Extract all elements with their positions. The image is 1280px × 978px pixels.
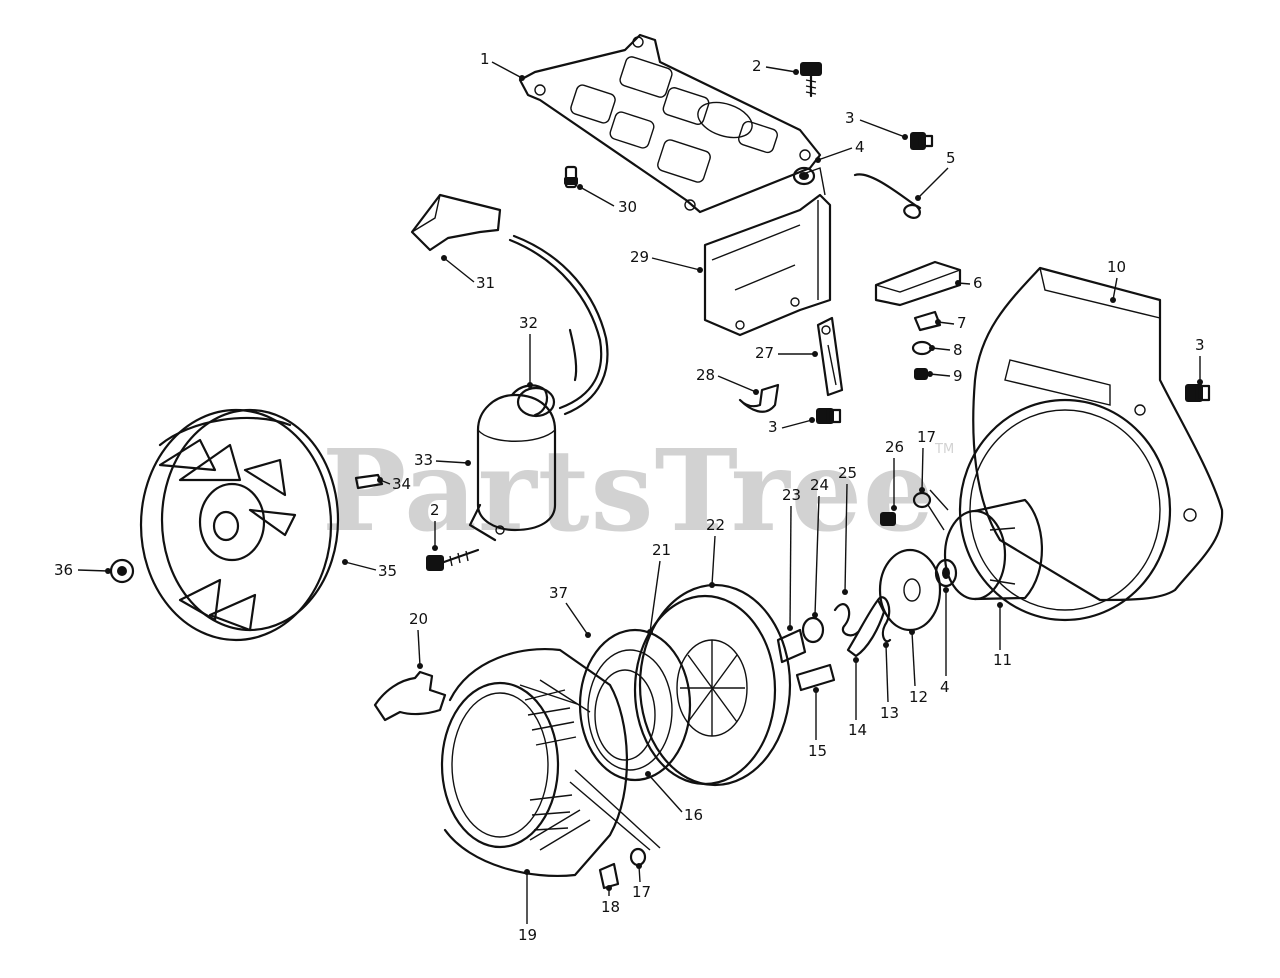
- part-24-washer: [801, 616, 825, 644]
- callout-label: 27: [755, 344, 774, 362]
- callout-label: 33: [414, 451, 433, 469]
- part-5-clip: [853, 173, 922, 219]
- callout-label: 14: [848, 721, 867, 739]
- callout-label: 17: [917, 428, 936, 446]
- callout-label: 23: [782, 486, 801, 504]
- part-27-strap: [816, 316, 844, 397]
- part-2-screw-coil: [426, 548, 480, 571]
- callout-label: 3: [1195, 336, 1205, 354]
- part-2-screw-top: [800, 62, 822, 98]
- callout-label: 12: [909, 688, 928, 706]
- part-9-screw: [914, 368, 928, 380]
- part-14-pawl: [846, 598, 886, 658]
- callout-label: 26: [885, 438, 904, 456]
- callout-label: 35: [378, 562, 397, 580]
- part-23-bushing: [776, 628, 807, 664]
- callout-label: 5: [946, 149, 956, 167]
- part-7-clip: [913, 310, 942, 332]
- part-26-screw: [880, 512, 896, 526]
- callout-label: 30: [618, 198, 637, 216]
- watermark-text: PartsTree: [322, 426, 935, 557]
- watermark-trademark: TM: [934, 442, 954, 457]
- part-4-nut-top: [792, 166, 816, 186]
- callout-label: 15: [808, 742, 827, 760]
- part-35-flywheel: [139, 408, 340, 642]
- part-15-pin: [795, 663, 836, 692]
- part-3-screw-top-right: [910, 132, 934, 150]
- part-34-key: [354, 473, 384, 490]
- callout-label: 3: [845, 109, 855, 127]
- part-8-washer: [911, 340, 933, 356]
- part-25-spring: [833, 603, 860, 637]
- callout-label: 28: [696, 366, 715, 384]
- callout-label: 37: [549, 584, 568, 602]
- callout-label: 32: [519, 314, 538, 332]
- part-10-blower-housing: [958, 266, 1224, 622]
- callout-label: 34: [392, 475, 411, 493]
- callout-label: 8: [953, 341, 963, 359]
- part-28-clamp: [738, 383, 780, 413]
- callout-label: 7: [957, 314, 967, 332]
- callout-label: 3: [768, 418, 778, 436]
- callout-label: 19: [518, 926, 537, 944]
- callout-label: 25: [838, 464, 857, 482]
- part-3-screw-middle: [816, 408, 842, 424]
- callout-label: 4: [855, 138, 865, 156]
- part-4-washer-right: [934, 558, 958, 588]
- callout-label: 1: [480, 50, 490, 68]
- part-11-starter-cup: [943, 498, 1044, 601]
- part-19-starter-housing: [440, 648, 629, 877]
- callout-label: 18: [601, 898, 620, 916]
- part-17-washer-bottom: [629, 847, 647, 867]
- callout-label: 6: [973, 274, 983, 292]
- part-20-handle: [373, 670, 447, 722]
- callout-label: 17: [632, 883, 651, 901]
- callout-label: 2: [430, 501, 440, 519]
- part-13-spring: [876, 596, 892, 643]
- callout-label: 29: [630, 248, 649, 266]
- callout-label: 2: [752, 57, 762, 75]
- callout-label: 9: [953, 367, 963, 385]
- callout-label: 22: [706, 516, 725, 534]
- callout-label: 16: [684, 806, 703, 824]
- callouts: 1 2 3 4 5 30 29 31 32 6 7 8 9: [54, 50, 1205, 944]
- callout-label: 13: [880, 704, 899, 722]
- part-33-ignition-coil: [468, 384, 557, 542]
- callout-label: 21: [652, 541, 671, 559]
- callout-label: 31: [476, 274, 495, 292]
- callout-label: 24: [810, 476, 829, 494]
- callout-label: 10: [1107, 258, 1126, 276]
- part-29-shield: [703, 167, 832, 337]
- part-36-nut: [109, 558, 135, 584]
- callout-label: 20: [409, 610, 428, 628]
- part-6-block: [874, 260, 962, 307]
- part-1-bracket-plate: [518, 33, 822, 214]
- part-18-screw: [598, 862, 620, 890]
- callout-label: 11: [993, 651, 1012, 669]
- part-31-spark-plug-boot: [410, 193, 609, 416]
- part-3-screw-right: [1185, 384, 1211, 402]
- callout-label: 4: [940, 678, 950, 696]
- part-30-pin: [564, 165, 578, 189]
- callout-label: 36: [54, 561, 73, 579]
